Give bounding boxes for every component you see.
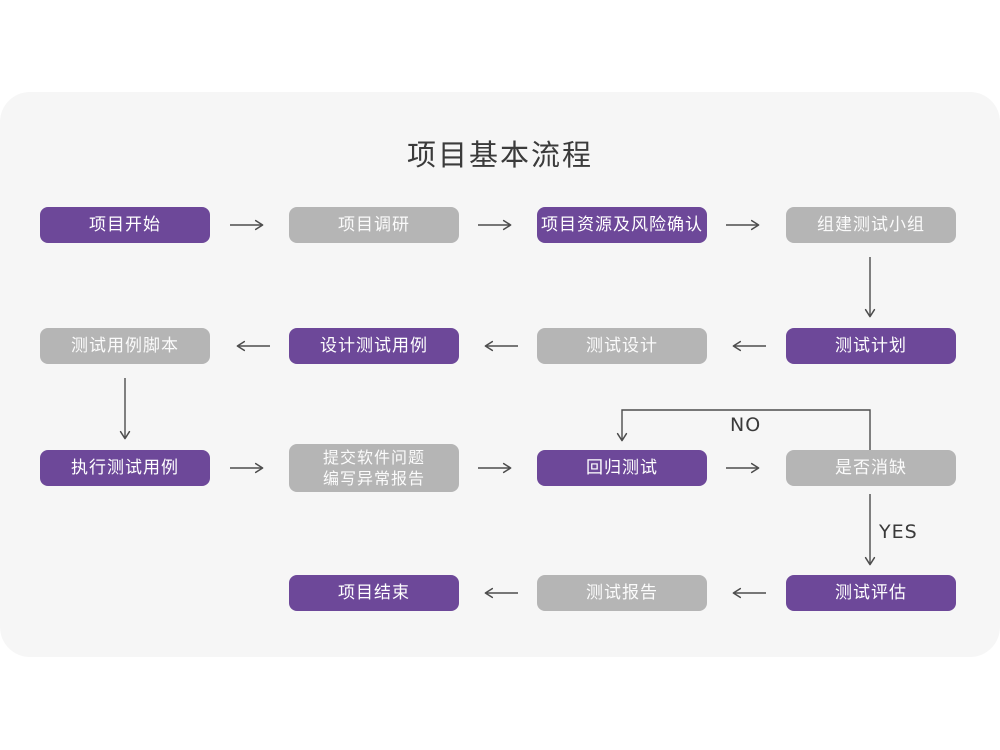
flow-node-test-evaluate: 测试评估 (786, 575, 956, 611)
flow-node-resource-risk: 项目资源及风险确认 (537, 207, 707, 243)
flow-node-project-start: 项目开始 (40, 207, 210, 243)
flow-node-submit-issues: 提交软件问题 编写异常报告 (289, 444, 459, 492)
flow-node-test-design: 测试设计 (537, 328, 707, 364)
flow-node-defect-cleared: 是否消缺 (786, 450, 956, 486)
submit-issues-line1: 提交软件问题 (322, 448, 425, 467)
no-branch-label: NO (730, 414, 762, 436)
flow-node-test-plan: 测试计划 (786, 328, 956, 364)
flow-node-test-report: 测试报告 (537, 575, 707, 611)
flow-node-project-research: 项目调研 (289, 207, 459, 243)
submit-issues-line2: 编写异常报告 (322, 469, 425, 488)
flow-node-design-cases: 设计测试用例 (289, 328, 459, 364)
flowchart-card-background (0, 92, 1000, 657)
flow-node-regression-test: 回归测试 (537, 450, 707, 486)
yes-branch-label: YES (879, 521, 918, 543)
page-title: 项目基本流程 (406, 138, 593, 172)
flow-node-build-test-team: 组建测试小组 (786, 207, 956, 243)
flow-node-case-script: 测试用例脚本 (40, 328, 210, 364)
flow-node-project-end: 项目结束 (289, 575, 459, 611)
flow-node-execute-cases: 执行测试用例 (40, 450, 210, 486)
